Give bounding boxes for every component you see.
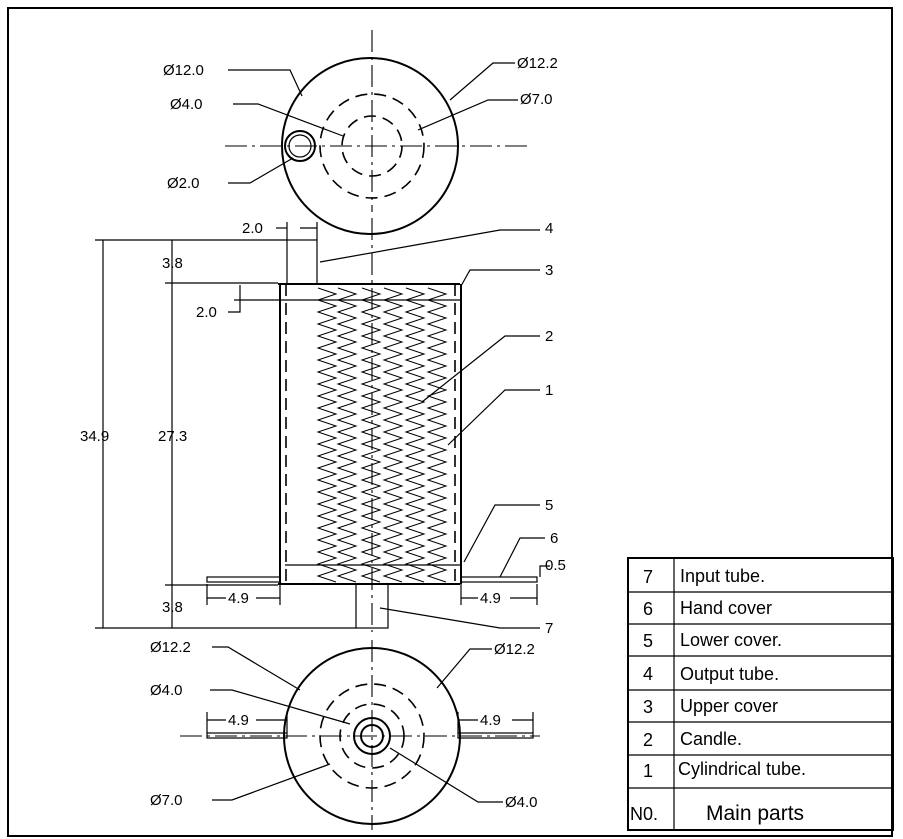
leader-b-d4-0-bottom bbox=[389, 747, 503, 803]
label-b-d12-2-left: Ø12.2 bbox=[150, 639, 191, 656]
label-d7-0-top: Ø7.0 bbox=[520, 91, 553, 108]
callout-4: 4 bbox=[545, 220, 553, 237]
dim-flange-right: 4.9 bbox=[480, 590, 501, 607]
table-row-no: 5 bbox=[643, 631, 653, 651]
leader-callout-4 bbox=[319, 229, 540, 263]
table-header-no: N0. bbox=[630, 804, 658, 824]
candle-spring-5 bbox=[404, 287, 426, 583]
top-view: Ø12.0 Ø12.2 Ø4.0 Ø7.0 Ø2.0 bbox=[163, 30, 558, 235]
table-row-no: 4 bbox=[643, 664, 653, 684]
leader-callout-5 bbox=[463, 504, 540, 563]
top-dashed-circle-outer bbox=[319, 93, 425, 199]
side-view: 2.0 34.9 bbox=[80, 218, 566, 637]
dim-top-offset: 3.8 bbox=[162, 255, 183, 272]
table-header-name: Main parts bbox=[706, 802, 804, 825]
table-row-no: 2 bbox=[643, 730, 653, 750]
dim-body-height: 27.3 bbox=[158, 428, 187, 445]
callout-3: 3 bbox=[545, 262, 553, 279]
table-row-name: Upper cover bbox=[680, 696, 778, 716]
candle-springs bbox=[316, 287, 448, 583]
leader-d12-0 bbox=[228, 69, 303, 97]
label-b-d4-0-top: Ø4.0 bbox=[150, 682, 183, 699]
drawing-frame bbox=[7, 7, 893, 837]
leader-callout-1 bbox=[447, 389, 540, 446]
table-row-name: Cylindrical tube. bbox=[678, 759, 806, 779]
parts-table: 7 Input tube. 6 Hand cover 5 Lower cover… bbox=[627, 557, 894, 831]
leader-b-d7-0 bbox=[212, 763, 331, 801]
callout-7: 7 bbox=[545, 620, 553, 637]
table-row-no: 6 bbox=[643, 599, 653, 619]
table-row-name: Lower cover. bbox=[680, 630, 782, 650]
table-row-no: 1 bbox=[643, 761, 653, 781]
table-row-name: Candle. bbox=[680, 729, 742, 749]
dim-bflange-left: 4.9 bbox=[228, 712, 249, 729]
candle-spring-2 bbox=[336, 287, 358, 583]
dim-flange-left: 4.9 bbox=[228, 590, 249, 607]
dim-bflange-right: 4.9 bbox=[480, 712, 501, 729]
leader-d4-0-top bbox=[233, 103, 344, 137]
candle-spring-4 bbox=[382, 287, 404, 583]
hand-cover-right bbox=[460, 576, 538, 583]
leader-callout-3 bbox=[460, 269, 540, 287]
cover-thickness-leader bbox=[228, 285, 241, 313]
hand-cover-left bbox=[206, 576, 281, 583]
flange-thickness-leader bbox=[539, 565, 550, 577]
input-tube bbox=[355, 583, 389, 629]
label-d2-0: Ø2.0 bbox=[167, 175, 200, 192]
dim-tube-width: 2.0 bbox=[242, 220, 263, 237]
leader-callout-2 bbox=[421, 335, 540, 403]
output-tube bbox=[286, 239, 318, 285]
table-row-no: 3 bbox=[643, 697, 653, 717]
callout-1: 1 bbox=[545, 382, 553, 399]
label-d12-2-top: Ø12.2 bbox=[517, 55, 558, 72]
top-outer-circle bbox=[281, 57, 459, 235]
label-b-d4-0-bottom: Ø4.0 bbox=[505, 794, 538, 811]
leader-d2-0 bbox=[228, 157, 294, 184]
leader-d7-0-top bbox=[417, 99, 518, 131]
parts-table-border bbox=[627, 557, 894, 831]
output-hole-inner bbox=[288, 134, 312, 158]
callout-5: 5 bbox=[545, 497, 553, 514]
leader-b-d12-2-right bbox=[436, 648, 492, 689]
top-dashed-circle-inner bbox=[341, 115, 403, 177]
label-b-d12-2-right: Ø12.2 bbox=[494, 641, 535, 658]
table-row-name: Output tube. bbox=[680, 664, 779, 684]
leader-b-d12-2-left bbox=[212, 646, 301, 691]
dim-cover-thickness: 2.0 bbox=[196, 304, 217, 321]
dim-bottom-offset: 3.8 bbox=[162, 599, 183, 616]
candle-spring-1 bbox=[316, 287, 338, 583]
dim-flange-thickness: 0.5 bbox=[545, 557, 566, 574]
candle-spring-6 bbox=[426, 287, 448, 583]
label-d12-0: Ø12.0 bbox=[163, 62, 204, 79]
callout-2: 2 bbox=[545, 328, 553, 345]
leader-d12-2-top bbox=[449, 62, 515, 101]
leader-callout-7 bbox=[379, 607, 540, 629]
output-hole-outer bbox=[284, 130, 316, 162]
leader-b-d4-0-top bbox=[210, 689, 351, 725]
dim-total-height: 34.9 bbox=[80, 428, 109, 445]
table-row-name: Hand cover bbox=[680, 598, 772, 618]
label-d4-0-top: Ø4.0 bbox=[170, 96, 203, 113]
bottom-view: 4.9 4.9 Ø12.2 Ø12.2 Ø4.0 Ø7.0 Ø4.0 bbox=[150, 639, 540, 830]
candle-spring-3 bbox=[360, 287, 382, 583]
table-row-name: Input tube. bbox=[680, 566, 765, 586]
table-row-no: 7 bbox=[643, 567, 653, 587]
label-b-d7-0: Ø7.0 bbox=[150, 792, 183, 809]
callout-6: 6 bbox=[550, 530, 558, 547]
leader-callout-6 bbox=[499, 537, 545, 578]
